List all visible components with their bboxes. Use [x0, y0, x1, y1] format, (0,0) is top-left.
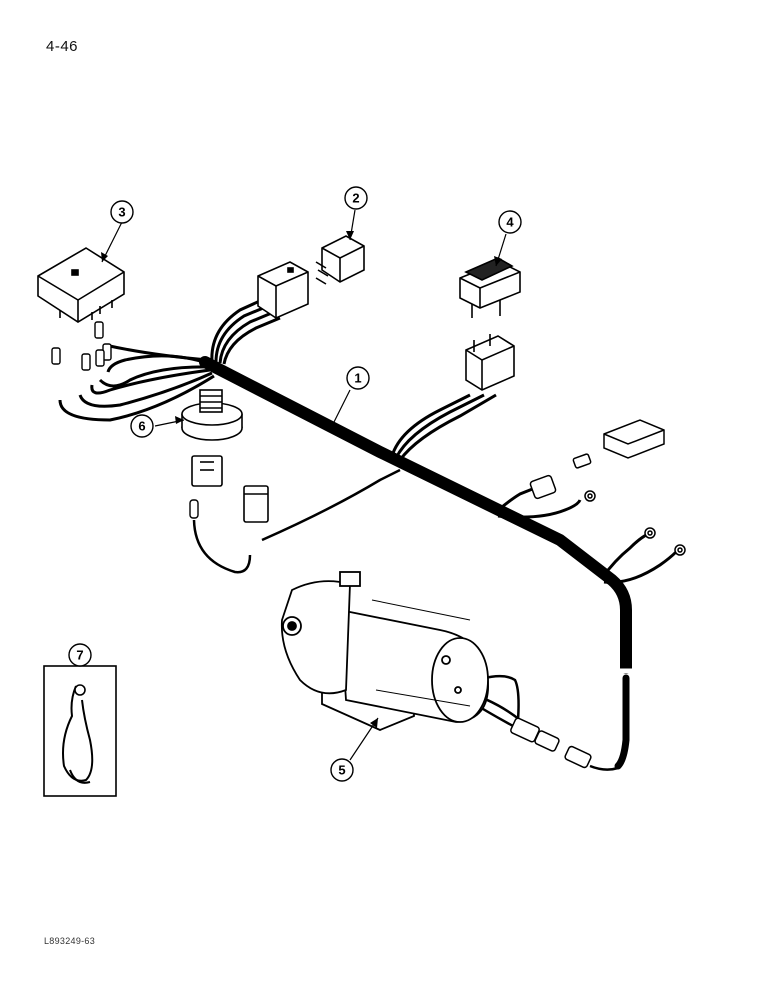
svg-text:7: 7: [76, 648, 83, 663]
callout-3: 3: [110, 200, 134, 224]
pump-motor: [280, 571, 489, 731]
callout-6: 6: [130, 414, 154, 438]
svg-text:3: 3: [118, 205, 125, 220]
callout-7: 7: [68, 643, 92, 667]
branch-wires-relay: [210, 298, 281, 365]
branch-wires-left: [58, 343, 215, 422]
svg-text:5: 5: [338, 763, 345, 778]
drawing-code: L893249-63: [44, 936, 96, 946]
leader-arrows: [101, 231, 502, 728]
branch-wires-switch: [390, 393, 497, 461]
module-box: [37, 247, 125, 323]
ring-terminals: [644, 527, 686, 556]
small-terminal: [189, 499, 199, 519]
crossing-wire: [192, 468, 401, 574]
switch-connector: [465, 334, 515, 391]
callout-2: 2: [344, 186, 368, 210]
svg-text:4: 4: [506, 215, 514, 230]
spade-terminals: [51, 321, 112, 371]
callout-4: 4: [498, 210, 522, 234]
relay-socket: [257, 261, 309, 319]
connector-cover: [603, 419, 665, 459]
callout-5: 5: [330, 758, 354, 782]
cable-tie-inset: [43, 665, 117, 797]
single-connector: [243, 485, 269, 523]
pressure-switch-connector: [191, 455, 223, 487]
callout-1: 1: [346, 366, 370, 390]
motor-connector: [510, 717, 592, 769]
branch-wires-right: [495, 486, 678, 584]
page-number: 4-46: [46, 38, 79, 55]
rocker-switch: [459, 257, 521, 318]
svg-text:2: 2: [352, 191, 359, 206]
relay: [315, 235, 365, 285]
svg-text:1: 1: [354, 371, 361, 386]
main-harness: [199, 356, 639, 770]
svg-text:6: 6: [138, 419, 145, 434]
inline-connector: [529, 474, 596, 502]
pressure-switch: [181, 389, 243, 441]
fuse-holder: [572, 453, 592, 469]
